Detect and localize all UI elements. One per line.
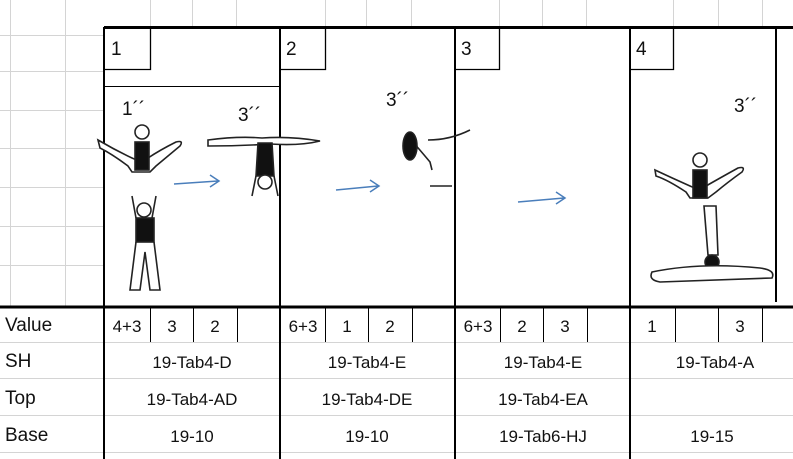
hold-time-label: 3´´ <box>734 96 758 117</box>
value-cell[interactable]: 3 <box>560 317 570 336</box>
gymnast-split-icon <box>96 124 183 173</box>
value-cell[interactable]: 3 <box>167 317 177 336</box>
arrow-right-icon <box>173 174 567 205</box>
top-cell[interactable]: 19-Tab4-AD <box>146 390 238 409</box>
hold-time-label: 3´´ <box>386 90 410 111</box>
top-cell[interactable]: 19-Tab4-EA <box>498 390 588 409</box>
value-cell[interactable]: 6+3 <box>463 317 493 336</box>
value-cell[interactable]: 3 <box>735 317 745 336</box>
section-number-4: 4 <box>636 39 647 60</box>
base-cell[interactable]: 19-10 <box>345 427 389 446</box>
gymnast-handstand-icon <box>207 136 321 197</box>
value-cell[interactable]: 2 <box>385 317 395 336</box>
gymnast-standing-icon <box>129 195 161 291</box>
row-label-top: Top <box>5 388 36 409</box>
section-number-3: 3 <box>461 39 472 60</box>
section-borders <box>0 26 793 459</box>
sh-cell[interactable]: 19-Tab4-E <box>503 353 583 372</box>
value-cell[interactable]: 2 <box>210 317 220 336</box>
value-cell[interactable]: 6+3 <box>288 317 318 336</box>
sh-cell[interactable]: 19-Tab4-E <box>327 353 407 372</box>
value-cell[interactable]: 1 <box>647 317 657 336</box>
row-label-sh: SH <box>5 351 32 372</box>
value-row-dividers <box>150 307 763 342</box>
row-label-base: Base <box>5 425 49 446</box>
section-number-2: 2 <box>286 39 297 60</box>
base-cell[interactable]: 19-Tab6-HJ <box>499 427 587 446</box>
base-cell[interactable]: 19-10 <box>170 427 214 446</box>
hold-time-label: 3´´ <box>238 105 262 126</box>
sh-cell[interactable]: 19-Tab4-A <box>675 353 755 372</box>
value-cell[interactable]: 1 <box>342 317 352 336</box>
sh-cell[interactable]: 19-Tab4-D <box>152 353 232 372</box>
base-cell[interactable]: 19-15 <box>690 427 734 446</box>
section-number-1: 1 <box>111 39 122 60</box>
value-cell[interactable]: 2 <box>517 317 527 336</box>
hold-time-label: 1´´ <box>122 99 146 120</box>
gymnast-pike-icon <box>402 129 471 187</box>
gymnast-split-icon-4 <box>650 152 774 283</box>
value-cell[interactable]: 4+3 <box>112 317 142 336</box>
top-cell[interactable]: 19-Tab4-DE <box>321 390 413 409</box>
row-label-value: Value <box>5 315 53 336</box>
